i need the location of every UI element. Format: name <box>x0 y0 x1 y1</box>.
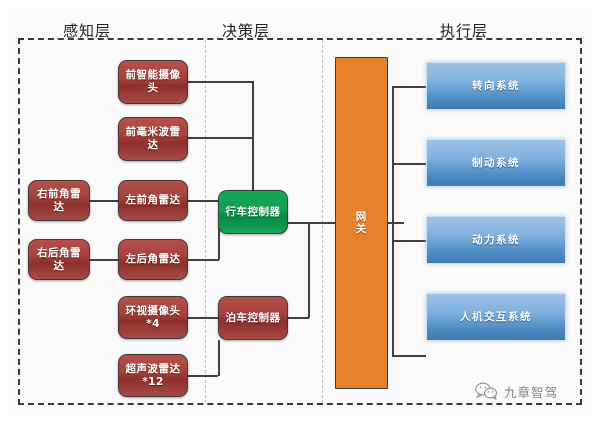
connector-rear-left-to-bus <box>188 259 219 261</box>
connector-camera-to-bus <box>188 81 254 83</box>
node-front-right-corner-radar-label: 右前角雷达 <box>37 187 81 213</box>
connector-rear-left-vertical <box>218 222 220 260</box>
layer-title-decision: 决策层 <box>222 22 271 40</box>
node-front-mmwave-radar[interactable]: 前毫米波雷达 <box>118 117 188 161</box>
wechat-icon <box>474 381 500 401</box>
node-gateway[interactable]: 网关 <box>335 57 388 389</box>
node-braking-system-label: 制动系统 <box>472 156 520 169</box>
node-front-smart-camera-label: 前智能摄像头 <box>125 69 181 94</box>
connector-gateway-to-actuator-bus <box>388 222 404 224</box>
connector-driving-controller-to-right <box>288 222 335 224</box>
node-hmi-system-label: 人机交互系统 <box>460 310 532 323</box>
connector-bus-to-steering <box>392 86 426 88</box>
node-driving-controller[interactable]: 行车控制器 <box>218 190 288 234</box>
node-front-left-corner-radar[interactable]: 左前角雷达 <box>118 180 188 221</box>
connector-bus-to-powertrain <box>392 240 426 242</box>
connector-parking-controller-to-right <box>288 317 309 319</box>
connector-mmwave-to-bus <box>188 137 254 139</box>
watermark-text: 九章智驾 <box>504 384 559 400</box>
node-front-mmwave-radar-label: 前毫米波雷达 <box>125 126 181 151</box>
connector-ultrasonic-vertical <box>218 340 220 376</box>
node-gateway-label: 网关 <box>355 210 368 235</box>
watermark: 九章智驾 <box>474 381 558 401</box>
node-ultrasonic-radar[interactable]: 超声波雷达*12 <box>118 354 188 397</box>
node-rear-right-corner-radar-label: 右后角雷达 <box>37 246 81 272</box>
connector-surround-camera-to-parking <box>188 317 218 319</box>
diagram-outer-frame <box>18 38 582 405</box>
layer-title-perception: 感知层 <box>63 22 112 40</box>
layer-divider-decision-execution <box>322 40 323 403</box>
node-surround-view-camera-label: 环视摄像头*4 <box>125 304 181 330</box>
node-powertrain-system-label: 动力系统 <box>472 233 520 246</box>
node-parking-controller-label: 泊车控制器 <box>225 311 281 324</box>
connector-actuator-bus-vertical <box>392 86 394 356</box>
connector-parking-vertical <box>308 222 310 318</box>
node-hmi-system[interactable]: 人机交互系统 <box>426 293 566 341</box>
node-front-right-corner-radar[interactable]: 右前角雷达 <box>28 180 90 221</box>
connector-bus-to-hmi <box>392 355 426 357</box>
node-driving-controller-label: 行车控制器 <box>225 205 281 218</box>
node-steering-system-label: 转向系统 <box>472 79 520 92</box>
connector-rear-right-to-rear-left <box>90 259 119 261</box>
node-ultrasonic-radar-label: 超声波雷达*12 <box>125 362 181 388</box>
node-parking-controller[interactable]: 泊车控制器 <box>218 296 288 340</box>
connector-front-right-to-front-left <box>90 200 119 202</box>
connector-ultrasonic-to-bus <box>188 375 218 377</box>
node-powertrain-system[interactable]: 动力系统 <box>426 216 566 264</box>
node-rear-right-corner-radar[interactable]: 右后角雷达 <box>28 239 90 280</box>
node-braking-system[interactable]: 制动系统 <box>426 139 566 187</box>
connector-bus-camera-vertical <box>252 81 254 191</box>
node-surround-view-camera[interactable]: 环视摄像头*4 <box>118 296 188 339</box>
node-front-smart-camera[interactable]: 前智能摄像头 <box>118 60 188 104</box>
node-steering-system[interactable]: 转向系统 <box>426 62 566 110</box>
connector-bus-to-braking <box>392 163 426 165</box>
connector-front-left-to-driving-controller <box>188 200 218 202</box>
layer-divider-perception-decision <box>205 40 206 403</box>
node-rear-left-corner-radar[interactable]: 左后角雷达 <box>118 239 188 280</box>
node-rear-left-corner-radar-label: 左后角雷达 <box>125 253 181 266</box>
node-front-left-corner-radar-label: 左前角雷达 <box>125 194 181 207</box>
layer-title-execution: 执行层 <box>440 22 489 40</box>
